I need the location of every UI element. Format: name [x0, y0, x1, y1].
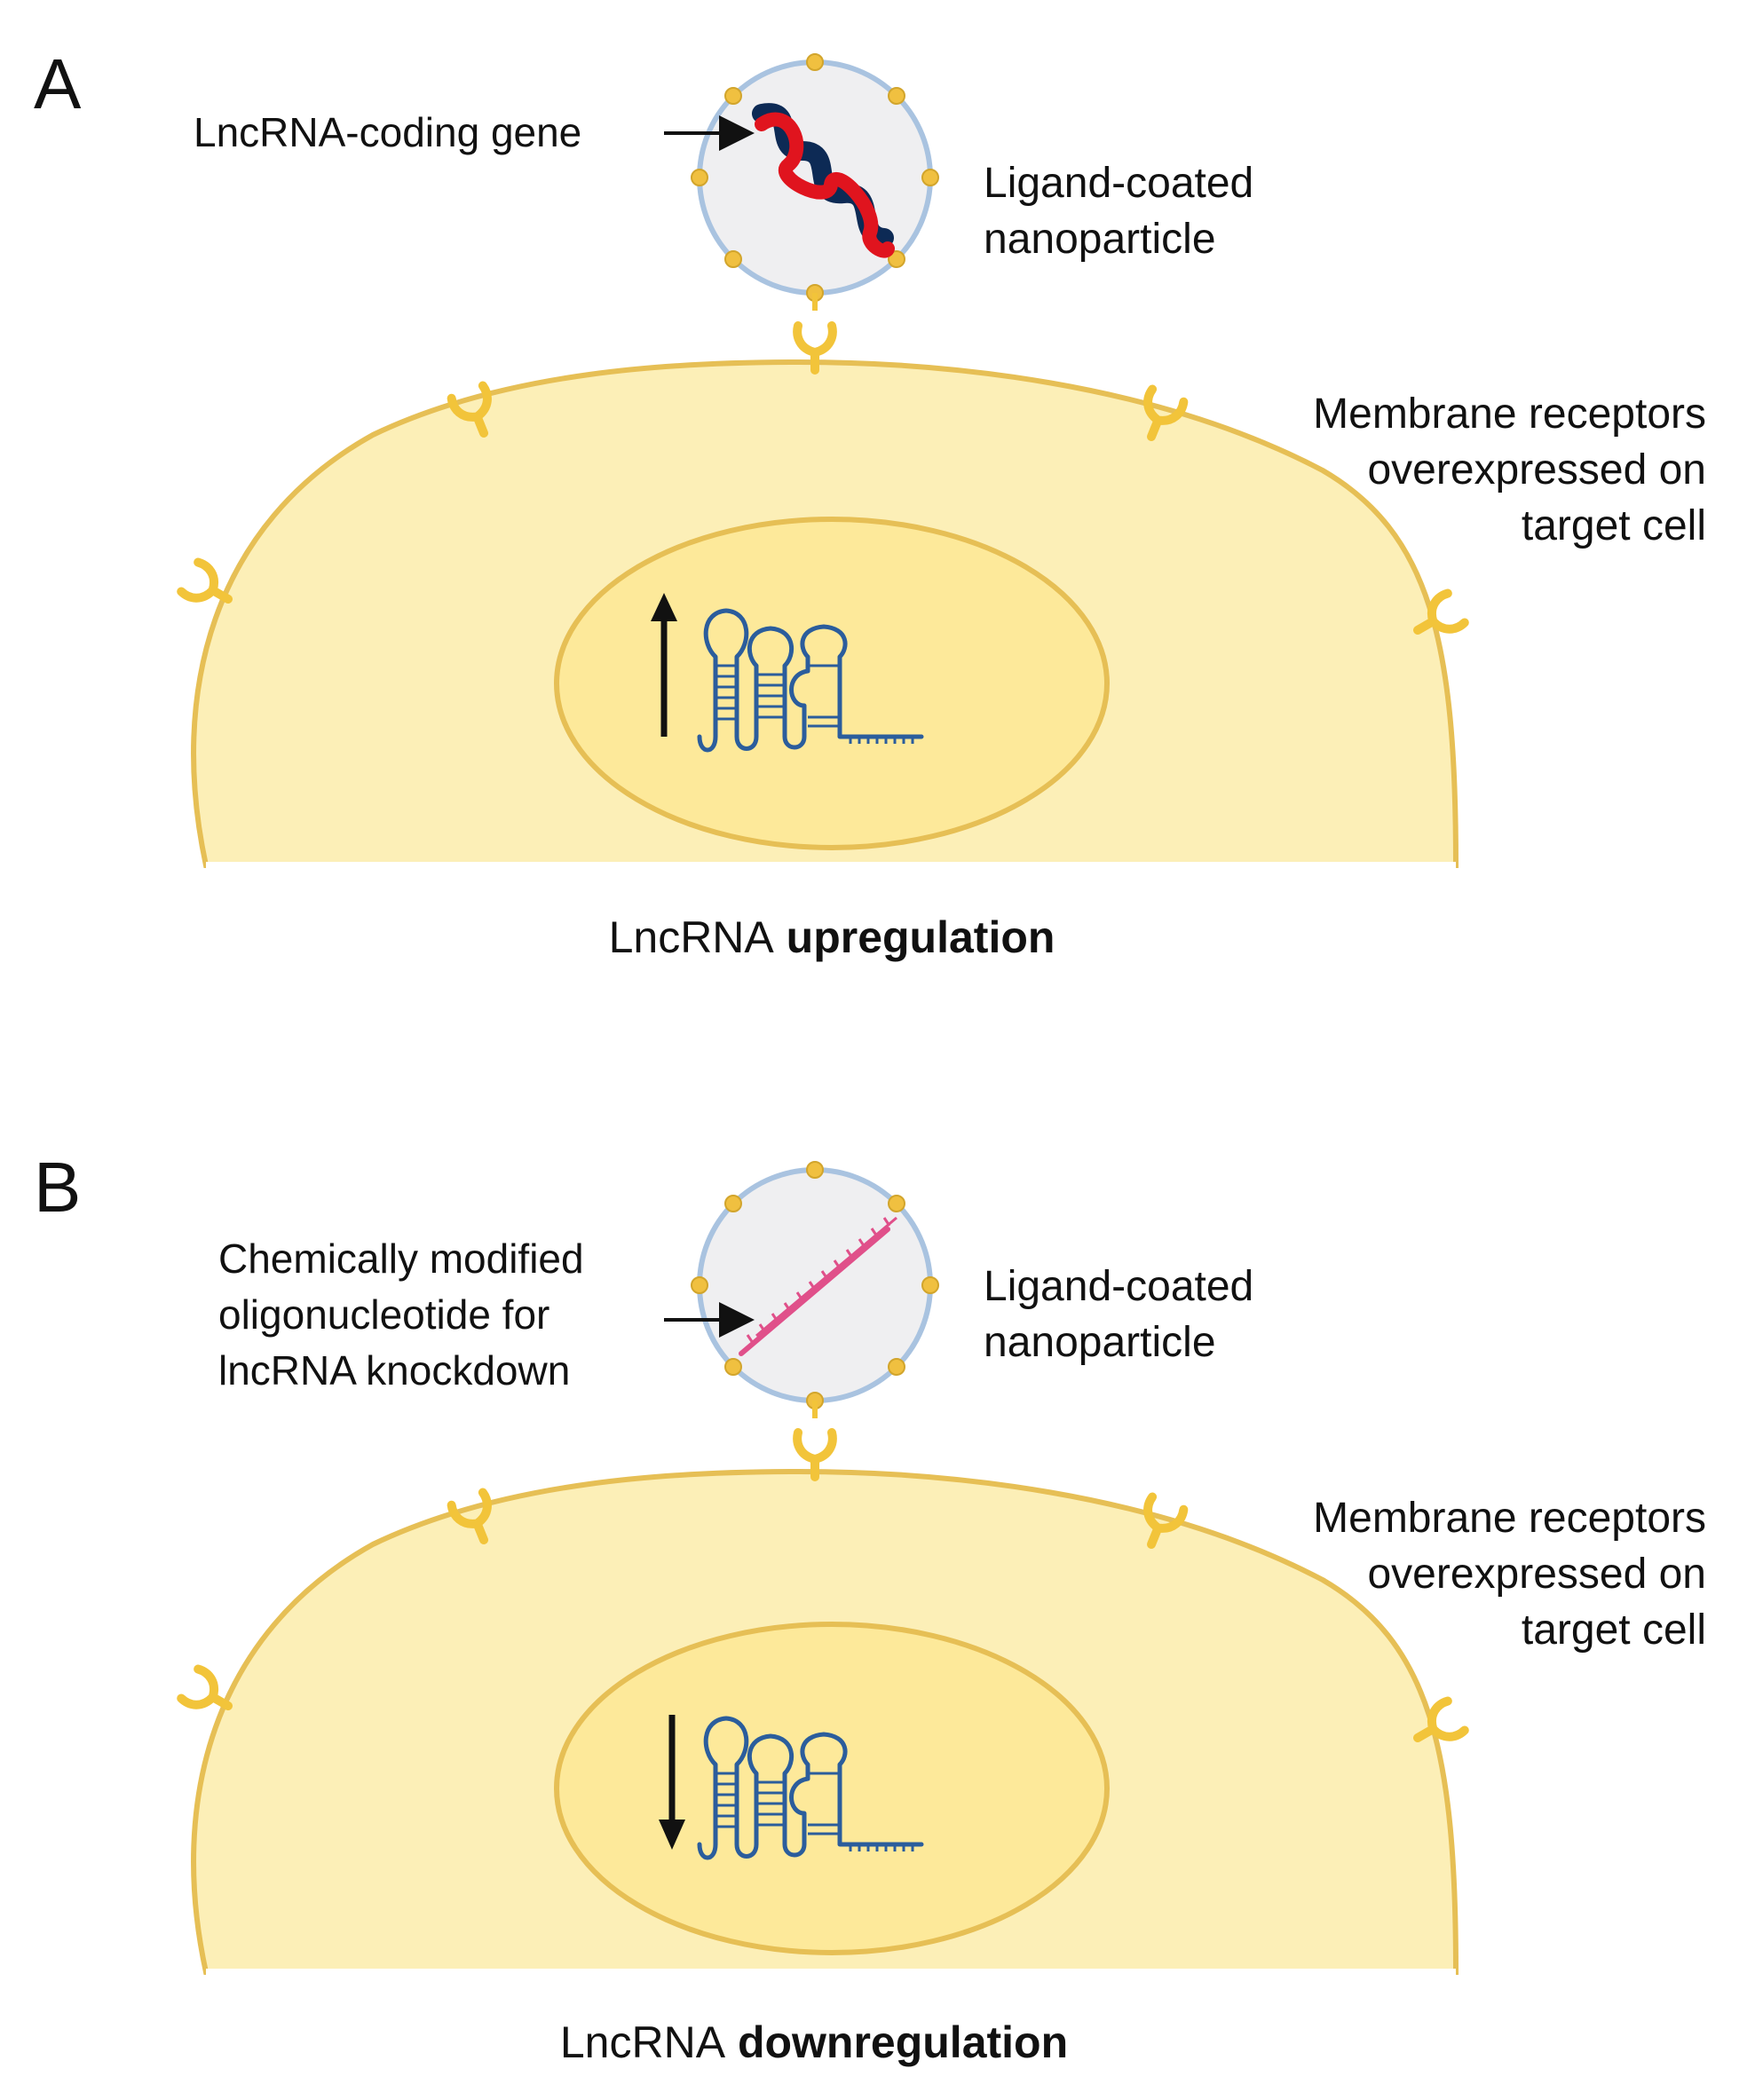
- cargo-label-line: Chemically modified: [218, 1236, 584, 1282]
- receptor-label-line: overexpressed on: [1367, 446, 1706, 493]
- down-arrow-icon: [659, 1715, 685, 1850]
- dna-double-helix-icon: [752, 103, 895, 258]
- nucleus: [554, 1622, 1110, 1955]
- nanoparticle-label-line: Ligand-coated: [984, 160, 1253, 207]
- nanoparticle-label-line: Ligand-coated: [984, 1263, 1253, 1310]
- receptor-label-line: Membrane receptors: [1313, 391, 1706, 438]
- panel-letter: A: [34, 44, 82, 123]
- panel-letter: B: [34, 1148, 81, 1227]
- oligonucleotide-strand-icon: [739, 1216, 897, 1356]
- up-arrow-icon: [651, 593, 677, 737]
- nanoparticle-label-line: nanoparticle: [984, 1319, 1216, 1366]
- nucleus: [554, 517, 1110, 850]
- receptor-label-line: target cell: [1522, 1607, 1706, 1654]
- receptor-label-line: Membrane receptors: [1313, 1495, 1706, 1542]
- cargo-label-line: LncRNA-coding gene: [194, 109, 581, 155]
- panel-b: B: [34, 1148, 1706, 2067]
- cargo-label-line: lncRNA knockdown: [218, 1347, 570, 1393]
- receptor-label-line: target cell: [1522, 502, 1706, 549]
- panel-caption: LncRNA downregulation: [560, 2017, 1068, 2067]
- panel-a: A: [34, 44, 1706, 962]
- panel-caption: LncRNA upregulation: [609, 912, 1055, 962]
- nanoparticle-label-line: nanoparticle: [984, 216, 1216, 263]
- receptor-label-line: overexpressed on: [1367, 1551, 1706, 1598]
- cargo-label-line: oligonucleotide for: [218, 1291, 549, 1338]
